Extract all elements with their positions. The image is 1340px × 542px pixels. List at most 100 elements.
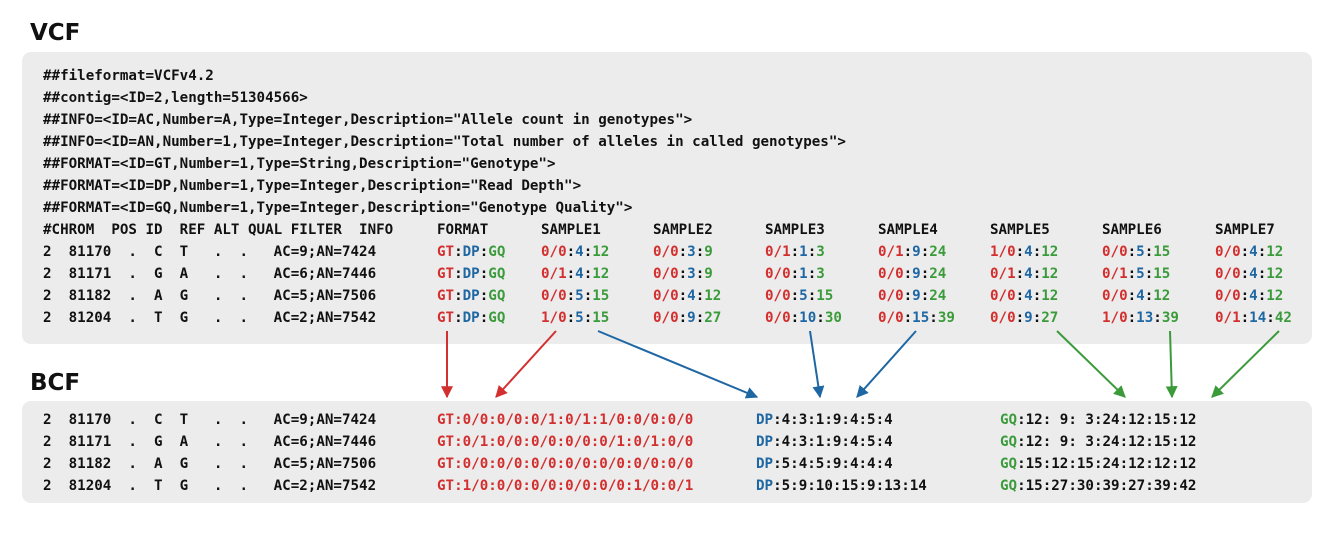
sample-gq-value: 12 [704,288,722,304]
bcf-gt-values: 0/1:0/0:0/0:0/0:0/1:0/1:0/0 [462,434,694,450]
vcf-meta-line: ##contig=<ID=2,length=51304566> [43,90,308,106]
bcf-gq-values: 15:12:15:24:12:12:12 [1025,456,1197,472]
separator: : [479,288,489,304]
vcf-sample-cell: 0/1:1:3 [765,241,825,263]
vcf-row-fixed: 2 81171 . G A . . AC=6;AN=7446 [43,266,377,282]
separator: : [1144,288,1154,304]
sample-gt-value: 0/0 [653,266,679,282]
sample-dp-value: 4 [1024,266,1033,282]
vcf-sample-cell: 0/0:4:12 [1215,241,1283,263]
sample-dp-value: 9 [912,244,921,260]
sample-gq-value: 12 [1041,288,1059,304]
sample-gt-value: 0/0 [1102,244,1128,260]
separator: : [1017,434,1026,450]
separator: : [1127,244,1137,260]
sample-gq-value: 24 [929,266,947,282]
sample-gq-value: 12 [1266,288,1284,304]
vcf-sample-cell: 0/0:3:9 [653,241,713,263]
separator: : [583,310,593,326]
separator: : [566,288,576,304]
vcf-sample-cell: 0/0:5:15 [541,285,609,307]
bcf-gq-block: GQ:15:12:15:24:12:12:12 [1000,453,1196,475]
bcf-row-fixed: 2 81204 . T G . . AC=2;AN=7542 [43,478,377,494]
sample-dp-value: 1 [799,244,808,260]
sample-dp-value: 10 [799,310,817,326]
separator: : [454,310,463,326]
separator: : [566,266,576,282]
sample-gq-value: 12 [592,244,610,260]
vcf-row-format: GT:DP:GQ [437,285,505,307]
vcf-sample-cell: 0/0:4:12 [653,285,721,307]
sample-dp-value: 9 [912,266,921,282]
sample-gt-value: 0/0 [990,288,1016,304]
sample-gq-value: 12 [1266,266,1284,282]
bcf-dp-key: DP [756,412,774,428]
vcf-header-format: FORMAT [437,222,489,238]
sample-dp-value: 9 [912,288,921,304]
sample-gq-value: 24 [929,244,947,260]
separator: : [678,288,688,304]
separator: : [1153,310,1162,326]
vcf-sample-cell: 0/0:3:9 [653,263,713,285]
sample-gq-value: 12 [1041,244,1059,260]
vcf-sample-cell: 1/0:5:15 [541,307,609,329]
sample-dp-value: 4 [1249,244,1258,260]
sample-gt-value: 0/0 [765,310,791,326]
sample-dp-value: 5 [575,310,584,326]
separator: : [454,244,463,260]
bcf-gt-key: GT [437,412,455,428]
sample-gq-value: 9 [704,244,713,260]
bcf-row-fixed: 2 81171 . G A . . AC=6;AN=7446 [43,434,377,450]
sample-gt-value: 1/0 [1102,310,1128,326]
separator: : [1017,456,1026,472]
format-key-dp: DP [462,244,480,260]
vcf-sample-cell: 0/0:10:30 [765,307,842,329]
vcf-sample-cell: 0/1:4:12 [541,263,609,285]
sample-gt-value: 0/0 [653,288,679,304]
bcf-gt-values: 0/0:0/0:0/0:0/0:0/0:0/0:0/0 [462,456,694,472]
format-key-gt: GT [437,266,455,282]
sample-dp-value: 4 [1249,288,1258,304]
sample-dp-value: 5 [1136,266,1145,282]
sample-gt-value: 1/0 [990,244,1016,260]
separator: : [773,412,782,428]
sample-dp-value: 14 [1249,310,1267,326]
separator: : [1032,310,1042,326]
format-key-gt: GT [437,244,455,260]
sample-gq-value: 30 [824,310,842,326]
separator: : [454,456,463,472]
format-key-gq: GQ [488,288,506,304]
sample-gq-value: 15 [592,310,610,326]
vcf-meta-line: ##INFO=<ID=AC,Number=A,Type=Integer,Desc… [43,112,693,128]
separator: : [1015,244,1025,260]
sample-gt-value: 0/0 [990,310,1016,326]
separator: : [566,244,576,260]
sample-dp-value: 15 [912,310,930,326]
separator: : [903,310,913,326]
bcf-dp-block: DP:5:9:10:15:9:13:14 [756,475,927,497]
bcf-dp-block: DP:5:4:5:9:4:4:4 [756,453,893,475]
separator: : [816,310,825,326]
vcf-sample-cell: 0/1:4:12 [990,263,1058,285]
vcf-sample-cell: 0/0:5:15 [765,285,833,307]
separator: : [920,244,930,260]
separator: : [929,310,938,326]
sample-gt-value: 0/1 [541,266,567,282]
separator: : [1032,266,1042,282]
bcf-gt-block: GT:1/0:0/0:0/0:0/0:0/0:1/0:0/1 [437,475,693,497]
separator: : [695,266,705,282]
bcf-dp-values: 4:3:1:9:4:5:4 [781,412,893,428]
vcf-header-sample: SAMPLE2 [653,222,713,238]
vcf-meta-line: ##INFO=<ID=AN,Number=1,Type=Integer,Desc… [43,134,846,150]
vcf-row-format: GT:DP:GQ [437,241,505,263]
sample-dp-value: 5 [575,288,584,304]
sample-gt-value: 0/0 [1215,266,1241,282]
bcf-dp-key: DP [756,456,774,472]
vcf-sample-cell: 0/0:4:12 [990,285,1058,307]
separator: : [1240,266,1250,282]
separator: : [1240,288,1250,304]
vcf-sample-cell: 0/1:14:42 [1215,307,1292,329]
sample-dp-value: 4 [1249,266,1258,282]
separator: : [1015,288,1025,304]
sample-gt-value: 0/0 [541,288,567,304]
